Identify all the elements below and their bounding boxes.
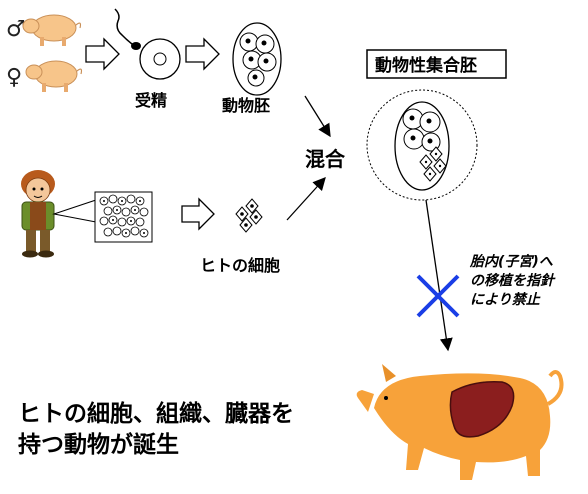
human-cells-label: ヒトの細胞 <box>200 256 280 275</box>
prohibition-text-line3: により禁止 <box>470 291 541 308</box>
human-cells-icon <box>235 198 263 233</box>
animal-embryo-label: 動物胚 <box>222 96 270 115</box>
result-text-line2: 持つ動物が誕生 <box>18 431 179 458</box>
sperm-icon <box>114 8 133 45</box>
arrow-embryo-to-mix <box>304 95 331 138</box>
block-arrow <box>85 37 120 71</box>
block-arrow <box>185 37 220 71</box>
prohibition-text-line2: の移植を指針 <box>470 272 556 289</box>
human-figure-icon <box>21 170 55 258</box>
chimeric-embryo-icon <box>366 89 478 201</box>
male-symbol-icon: ♂ <box>6 17 26 42</box>
female-symbol-icon: ♀ <box>6 65 22 90</box>
block-arrow <box>181 197 215 231</box>
chimeric-embryo-title-box <box>366 49 507 79</box>
piglet-icon <box>22 14 82 46</box>
result-text-line1: ヒトの細胞、組織、臓器を <box>18 400 294 427</box>
piglet-icon <box>25 60 83 92</box>
chimeric-embryo-label: 動物性集合胚 <box>375 55 477 76</box>
prohibition-cross-icon <box>416 274 460 318</box>
arrow-to-pig <box>425 199 453 352</box>
embryo-icon <box>232 22 282 96</box>
fertilization-label: 受精 <box>135 91 167 110</box>
arrow-cells-to-mix <box>286 177 326 221</box>
egg-icon <box>139 38 181 80</box>
pig-icon <box>356 364 564 480</box>
prohibition-text-line1: 胎内(子宮)へ <box>469 253 554 270</box>
mix-label: 混合 <box>305 147 346 171</box>
